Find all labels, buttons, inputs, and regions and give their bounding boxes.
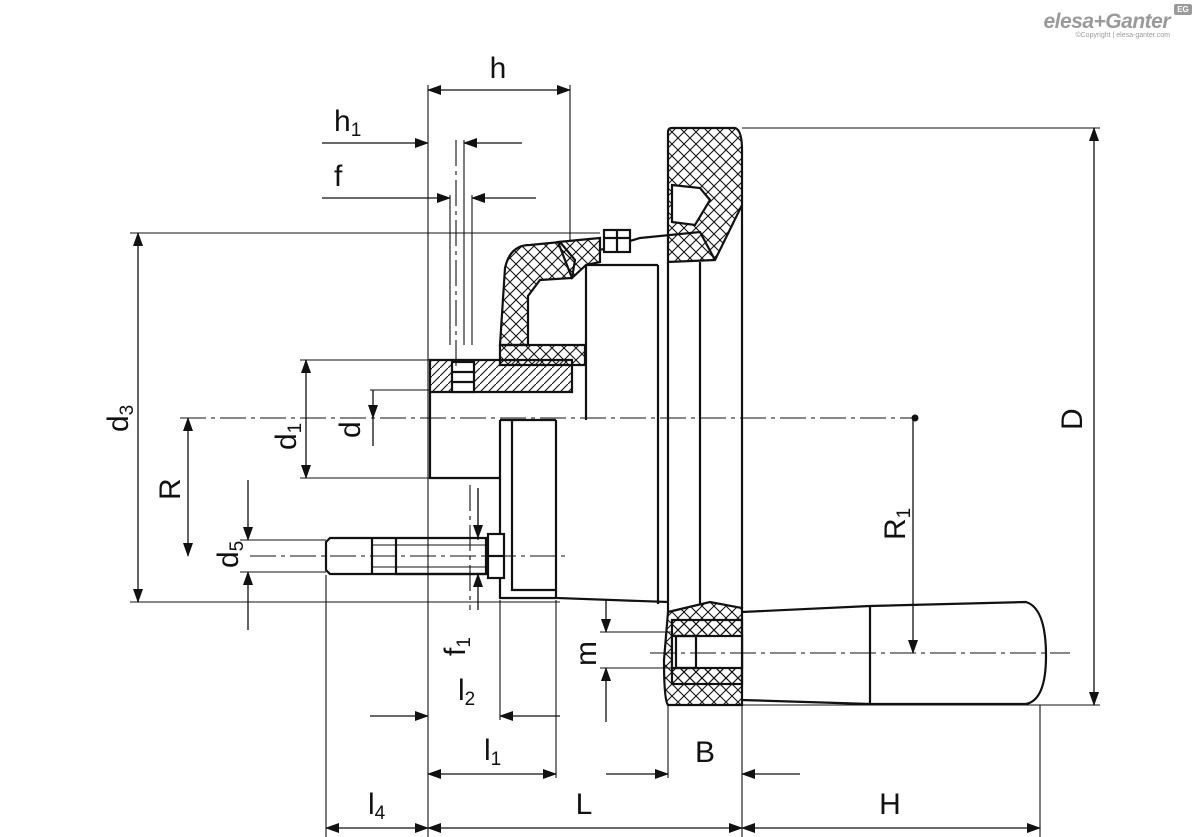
label-l4: l4 (368, 788, 386, 824)
label-f1: f1 (439, 637, 475, 656)
brand-badge: EG (1174, 4, 1192, 15)
label-B: B (695, 736, 715, 769)
label-d5: d5 (212, 541, 248, 568)
brand-logo: elesa+Ganter ©Copyright | elesa-ganter.c… (1043, 4, 1192, 39)
label-d1: d1 (270, 423, 306, 450)
label-l2: l2 (458, 674, 475, 710)
label-l1: l1 (484, 734, 501, 770)
disc-body (666, 205, 744, 612)
cover-cap (498, 240, 577, 347)
crank-handle (741, 600, 1048, 706)
dimension-lines (133, 85, 1099, 833)
label-L: L (576, 788, 593, 821)
extension-lines (130, 85, 1100, 837)
label-h: h (490, 52, 507, 85)
label-d: d (334, 421, 367, 438)
hub-step (554, 263, 669, 604)
label-h1: h1 (334, 105, 361, 141)
label-f: f (334, 160, 343, 193)
label-R: R (154, 478, 187, 500)
label-d3: d3 (102, 405, 138, 432)
brand-name: elesa+Ganter (1043, 10, 1170, 33)
set-screw (450, 360, 476, 394)
label-D: D (1056, 408, 1089, 430)
label-H: H (879, 788, 901, 821)
rim-cutout (670, 183, 712, 227)
dimension-labels: h h1 f d3 d1 d R d5 f1 l2 l1 l4 L B H m … (102, 52, 1089, 824)
brand-copyright: ©Copyright | elesa-ganter.com (1075, 32, 1170, 39)
label-m: m (570, 641, 603, 666)
label-R1: R1 (879, 508, 915, 540)
handwheel-body (324, 126, 1048, 707)
center-lines (180, 140, 1070, 654)
